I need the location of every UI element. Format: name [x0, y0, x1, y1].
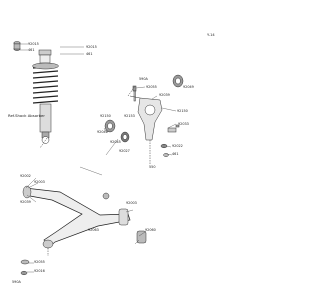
part-label: 550	[149, 165, 156, 169]
parts-diagram: Y-14 92015 461 92015 461 Ref.Shock Absor…	[8, 33, 215, 284]
part-label: 92150	[100, 114, 111, 118]
bolt-part	[132, 85, 137, 102]
seal-part	[167, 124, 180, 133]
bearing-part-upper	[172, 74, 184, 88]
part-label: 461	[172, 152, 179, 156]
part-label: 92015	[86, 45, 97, 49]
shock-absorber-icon	[32, 49, 59, 149]
bottom-nut-part	[20, 248, 49, 276]
ref-shock-absorber-label: Ref.Shock Absorber	[8, 113, 45, 118]
part-label: 92002	[20, 174, 31, 178]
part-label: 92153	[124, 114, 135, 118]
part-label: 92022	[172, 144, 183, 148]
part-label: 461	[28, 48, 35, 52]
bushing-part	[118, 208, 147, 244]
part-label: 92039	[159, 93, 170, 97]
part-label: 92055	[146, 85, 157, 89]
part-label: 590A	[139, 77, 148, 81]
part-label: 461	[86, 52, 93, 56]
diagram-drawing	[13, 41, 184, 276]
part-label: 92150	[177, 109, 188, 113]
shock-nut-part	[13, 41, 21, 51]
part-label: 92063	[88, 228, 99, 232]
part-label: 92027	[119, 149, 130, 153]
page-code-label: Y-14	[207, 33, 215, 37]
part-label: 92016	[34, 269, 45, 273]
part-label: 92045	[110, 140, 121, 144]
part-label: 92049	[97, 130, 108, 134]
part-label: 92060	[145, 228, 156, 232]
part-label: 92015	[28, 42, 39, 46]
part-label: 92049	[183, 85, 194, 89]
part-label: 92055	[34, 260, 45, 264]
knuckle-part	[129, 95, 163, 141]
lower-arm-part	[22, 185, 131, 249]
bearing-part-lower	[104, 119, 130, 143]
part-label: 590A	[12, 280, 21, 284]
part-label: 92003	[126, 201, 137, 205]
part-label: 92039	[20, 200, 31, 204]
part-label: 92003	[34, 180, 45, 184]
washer-part	[160, 143, 169, 157]
part-label: 92033	[178, 122, 189, 126]
